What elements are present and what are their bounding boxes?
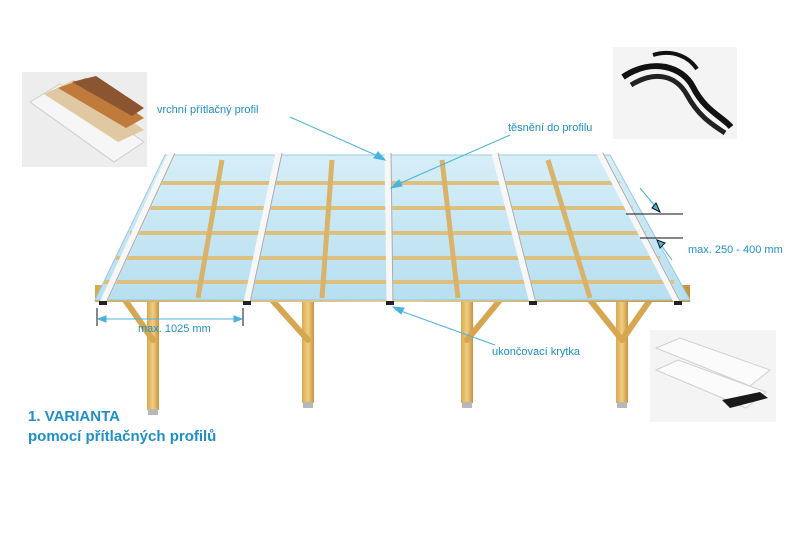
profile-edges — [105, 152, 682, 304]
label-spacing: max. 250 - 400 mm — [688, 244, 783, 256]
label-gasket: těsnění do profilu — [508, 122, 593, 134]
label-end-cap: ukončovací krytka — [492, 346, 581, 358]
leader-gasket — [395, 134, 511, 186]
rafter — [195, 159, 225, 299]
width-dimension — [96, 308, 244, 326]
variant-subtitle: pomocí přítlačných profilů — [28, 428, 217, 445]
pressure-profile — [491, 152, 537, 304]
black-gasket-illustration — [621, 50, 734, 136]
post — [302, 295, 314, 403]
leader-lines — [289, 116, 511, 346]
post — [461, 295, 473, 403]
label-top-profile: vrchní přítlačný profil — [157, 104, 259, 116]
end-caps-illustration — [654, 337, 772, 409]
pressure-profile — [596, 151, 682, 305]
variant-title: 1. VARIANTA — [28, 408, 120, 425]
end-cap — [529, 301, 537, 305]
post-foot — [462, 402, 472, 408]
brace — [464, 297, 503, 343]
leader-end-cap — [397, 309, 496, 346]
colored-profiles-illustration — [29, 76, 145, 163]
rafter — [439, 159, 461, 299]
end-cap — [99, 301, 107, 305]
colored-profiles-photo — [22, 72, 147, 167]
post — [616, 295, 628, 403]
brace — [122, 297, 156, 343]
braces — [122, 297, 653, 343]
rafters — [195, 159, 593, 299]
pressure-profile — [384, 152, 394, 304]
leader-top-profile — [289, 116, 381, 158]
black-gasket-photo — [613, 47, 737, 139]
rafter — [545, 159, 593, 299]
label-width: max. 1025 mm — [138, 323, 211, 335]
end-caps — [99, 301, 682, 305]
pressure-profiles — [99, 151, 682, 305]
post-foot — [148, 409, 158, 415]
rafter — [319, 159, 335, 299]
brace — [587, 297, 625, 343]
pressure-profile — [99, 151, 176, 305]
brace — [619, 297, 653, 343]
post-foot — [303, 402, 313, 408]
end-caps-photo — [650, 330, 776, 422]
spacing-dimension — [626, 187, 683, 261]
post-foot — [617, 402, 627, 408]
end-cap — [386, 301, 394, 305]
pressure-profile — [243, 152, 283, 304]
end-cap — [674, 301, 682, 305]
post — [147, 295, 159, 410]
posts — [147, 295, 628, 415]
end-cap — [243, 301, 251, 305]
brace — [269, 297, 311, 343]
polycarbonate-roof — [94, 154, 691, 301]
